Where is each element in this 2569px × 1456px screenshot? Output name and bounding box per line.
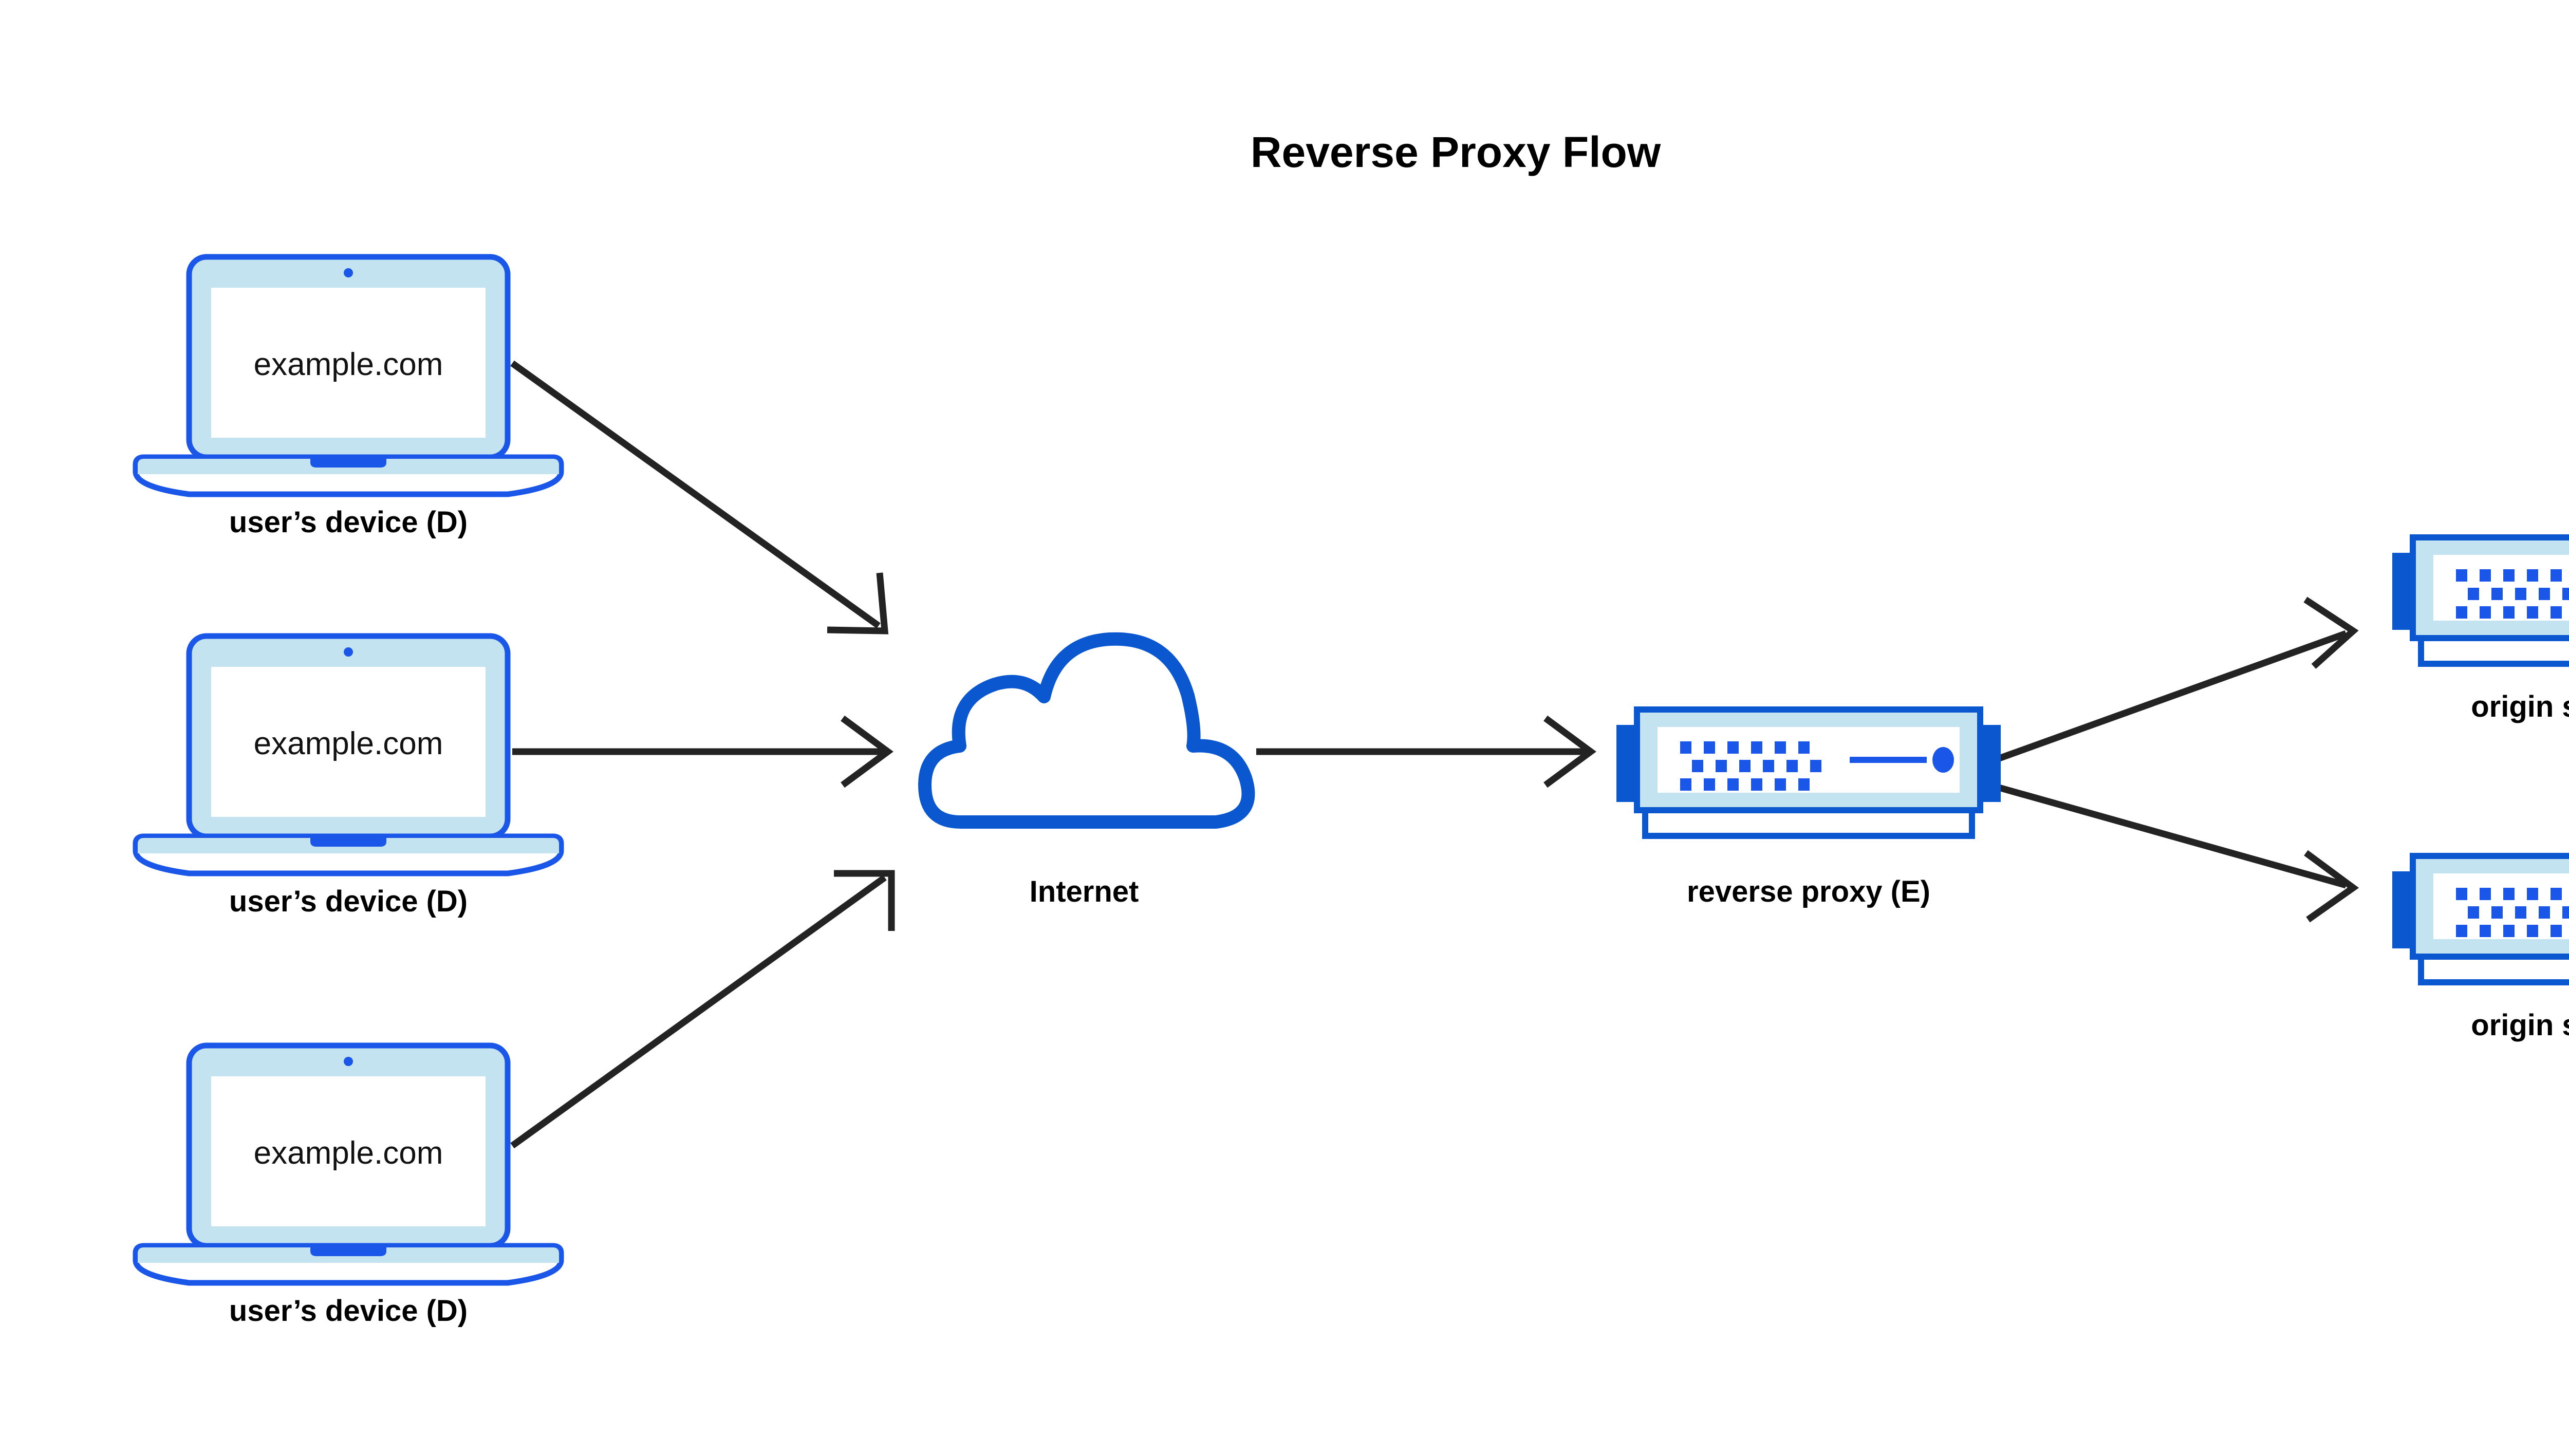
node-reverse-proxy[interactable]: reverse proxy (E): [1616, 710, 2001, 908]
server-icon: [2392, 537, 2569, 664]
client-screen-text: example.com: [254, 347, 443, 382]
node-client-2[interactable]: example.com user’s device (D): [136, 636, 561, 918]
node-origin-1[interactable]: origin server (F): [2392, 537, 2569, 723]
cloud-icon: [918, 632, 1255, 829]
server-icon: [1616, 710, 2001, 836]
node-client-3[interactable]: example.com user’s device (D): [136, 1046, 561, 1328]
node-client-1[interactable]: example.com user’s device (D): [136, 257, 561, 539]
edge-client1-internet: [510, 360, 889, 634]
client-label: user’s device (D): [229, 1294, 468, 1328]
edge-client2-internet: [512, 715, 893, 788]
edge-internet-proxy: [1256, 715, 1596, 788]
client-label: user’s device (D): [229, 506, 468, 539]
edge-client3-internet: [510, 870, 895, 1149]
edge-proxy-origin1: [1992, 596, 2359, 764]
edges-layer: [510, 360, 2359, 1149]
client-label: user’s device (D): [229, 885, 468, 918]
node-origin-2[interactable]: origin server (F): [2392, 856, 2569, 1042]
edge-proxy-origin2: [1993, 782, 2359, 923]
client-screen-text: example.com: [254, 1135, 443, 1171]
origin-server-label: origin server (F): [2471, 1009, 2569, 1042]
reverse-proxy-label: reverse proxy (E): [1687, 875, 1930, 908]
page-title: Reverse Proxy Flow: [1251, 128, 1661, 176]
origin-server-label: origin server (F): [2471, 690, 2569, 723]
node-internet[interactable]: Internet: [918, 632, 1255, 908]
internet-label: Internet: [1030, 875, 1139, 908]
server-icon: [2392, 856, 2569, 982]
client-screen-text: example.com: [254, 726, 443, 761]
